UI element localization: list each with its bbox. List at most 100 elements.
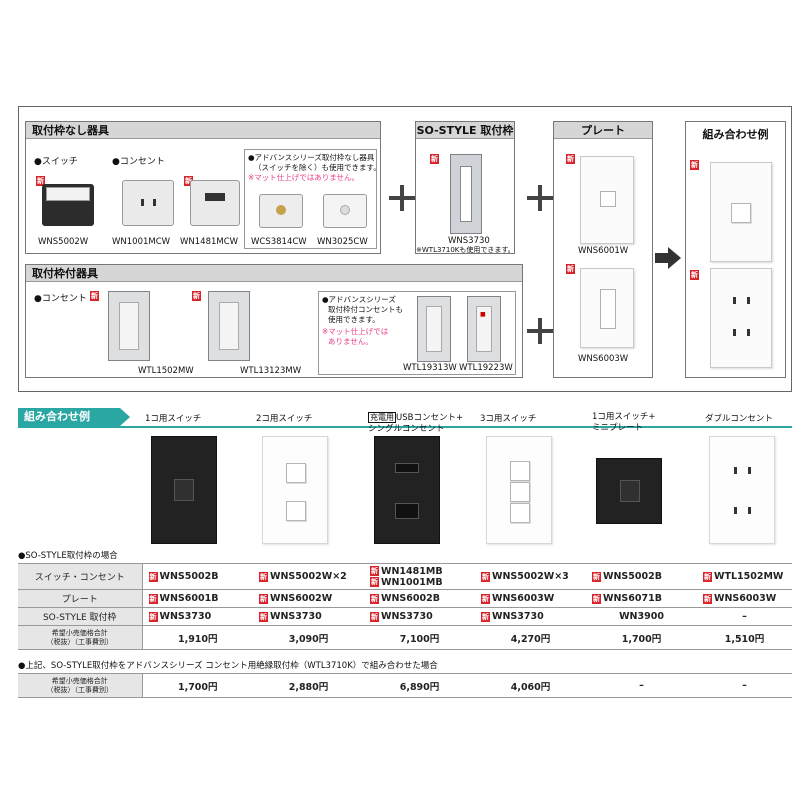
group-title: 取付枠付器具	[26, 265, 522, 282]
section-rule	[18, 426, 792, 428]
mounting-frame-image	[450, 154, 482, 234]
framed-outlet-image	[417, 296, 451, 362]
table-cell: 7,100円	[364, 625, 475, 650]
group-title: プレート	[554, 122, 652, 139]
new-badge: 新	[566, 264, 575, 274]
table-row: 希望小売価格合計（税抜）（工事費別） 1,910円 3,090円 7,100円 …	[18, 625, 792, 650]
plate-image	[580, 268, 634, 348]
example-title: ダブルコンセント	[705, 414, 773, 424]
group-combination-example: 組み合わせ例 新 新	[685, 121, 786, 378]
arrow-right-icon	[655, 247, 681, 269]
example-plate-1	[151, 436, 217, 544]
matte-note: ※マット仕上げではありません。	[248, 173, 360, 182]
advance-note: 取付枠付コンセントも	[328, 305, 403, 314]
outlet-label: ●コンセント	[34, 294, 87, 304]
code-label: WNS3730	[448, 236, 490, 246]
example-plate-4	[486, 436, 552, 544]
row-header: SO-STYLE 取付枠	[18, 607, 143, 626]
group-title: SO-STYLE 取付枠	[416, 122, 514, 139]
table-cell: 1,510円	[697, 625, 792, 650]
new-badge: 新	[36, 176, 45, 186]
new-badge: 新	[566, 154, 575, 164]
table-cell: 2,880円	[253, 673, 364, 698]
group-title: 取付枠なし器具	[26, 122, 380, 139]
row-header: スイッチ・コンセント	[18, 563, 143, 590]
group-title: 組み合わせ例	[686, 126, 785, 143]
example-plate-2	[262, 436, 328, 544]
table-cell: 1,700円	[142, 673, 253, 698]
usb-outlet-device-image	[190, 180, 240, 226]
plus-icon	[527, 318, 553, 344]
table-cell: 3,090円	[253, 625, 364, 650]
example-plate-3	[374, 436, 440, 544]
code-label: WTL19313W	[403, 363, 457, 373]
framed-outlet-image	[208, 291, 250, 361]
plus-icon	[527, 185, 553, 211]
new-badge: 新	[690, 270, 699, 280]
product-diagram: 取付枠なし器具 ●スイッチ ●コンセント 新 WNS5002W WN1001MC…	[18, 106, 792, 392]
table-note: ●SO-STYLE取付枠の場合	[18, 551, 118, 561]
example-title: 3コ用スイッチ	[480, 414, 537, 424]
group-plate: プレート 新 WNS6001W 新 WNS6003W	[553, 121, 653, 378]
example-title: 1コ用スイッチ	[145, 414, 202, 424]
table-cell: –	[697, 607, 792, 626]
switch-device-image	[42, 184, 94, 226]
spec-table-alt: 希望小売価格合計（税抜）（工事費別） 1,700円 2,880円 6,890円 …	[18, 673, 792, 698]
matte-note: ありません。	[328, 337, 373, 346]
table-cell: 6,890円	[364, 673, 475, 698]
switch-label: ●スイッチ	[34, 157, 78, 167]
group-so-style-frame: SO-STYLE 取付枠 新 WNS3730 ※WTL3710Kも使用できます。	[415, 121, 515, 254]
example-plate-5	[596, 458, 662, 524]
table-cell: WN3900	[586, 607, 697, 626]
plate-image	[580, 156, 634, 244]
group-framed-devices: 取付枠付器具 ●コンセント 新 WTL1502MW 新 WTL13123MW ●…	[25, 264, 523, 378]
table-cell: 1,910円	[142, 625, 253, 650]
phone-outlet-image	[323, 194, 367, 228]
framed-outlet-image	[108, 291, 150, 361]
table-cell: 1,700円	[586, 625, 697, 650]
frame-note: ※WTL3710Kも使用できます。	[416, 246, 515, 254]
table-row: 希望小売価格合計（税抜）（工事費別） 1,700円 2,880円 6,890円 …	[18, 673, 792, 698]
example-title: 1コ用スイッチ+ミニプレート	[592, 412, 656, 433]
example-plate-6	[709, 436, 775, 544]
example-plate-outlet	[710, 268, 772, 368]
matte-note: ※マット仕上げでは	[322, 327, 389, 336]
charge-badge: 充電用	[368, 412, 396, 423]
new-badge: 新	[90, 291, 99, 301]
plus-icon	[389, 185, 415, 211]
code-label: WNS6001W	[578, 246, 629, 256]
code-label: WTL13123MW	[240, 366, 302, 376]
new-badge: 新	[690, 160, 699, 170]
code-label: WTL19223W	[459, 363, 513, 373]
code-label: WCS3814CW	[251, 237, 307, 247]
section-tag: 組み合わせ例	[18, 408, 130, 426]
table-cell: 4,060円	[475, 673, 586, 698]
code-label: WN3025CW	[317, 237, 368, 247]
table-note: ●上記、SO-STYLE取付枠をアドバンスシリーズ コンセント用絶縁取付枠（WT…	[18, 661, 438, 671]
outlet-label: ●コンセント	[112, 157, 165, 167]
example-title: 2コ用スイッチ	[256, 414, 313, 424]
code-label: WTL1502MW	[138, 366, 194, 376]
table-cell: 4,270円	[475, 625, 586, 650]
new-badge: 新	[184, 176, 193, 186]
new-badge: 新	[192, 291, 201, 301]
row-header: 希望小売価格合計（税抜）（工事費別）	[18, 625, 143, 650]
code-label: WN1481MCW	[180, 237, 239, 247]
framed-outlet-image: ■	[467, 296, 501, 362]
